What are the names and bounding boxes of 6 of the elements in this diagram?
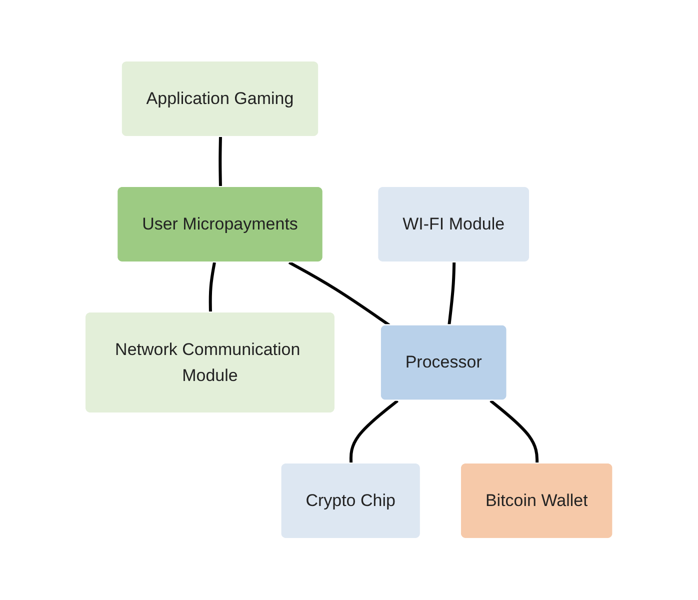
connector bbox=[448, 262, 456, 326]
connector bbox=[490, 400, 539, 464]
connector bbox=[218, 137, 222, 188]
connector bbox=[288, 261, 390, 327]
connector bbox=[208, 262, 216, 313]
connector bbox=[350, 400, 399, 464]
